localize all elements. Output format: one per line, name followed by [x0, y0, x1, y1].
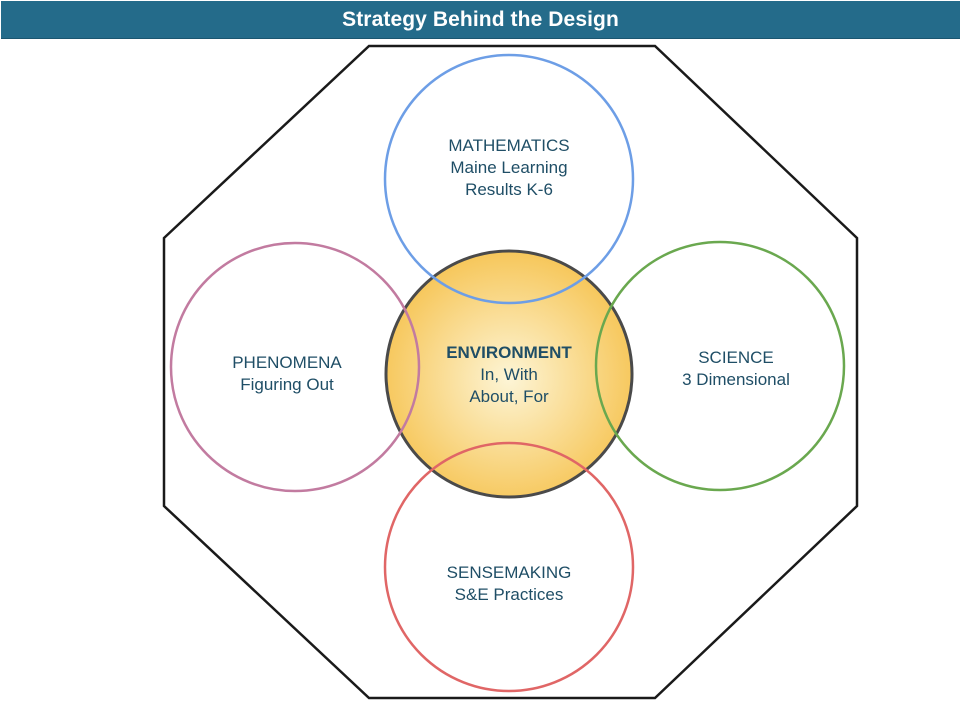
phenomena-line-1: Figuring Out: [240, 375, 334, 394]
center-circle-environment: [384, 249, 634, 499]
science-line-1: 3 Dimensional: [682, 370, 790, 389]
title-bar: Strategy Behind the Design: [1, 1, 960, 39]
page-title: Strategy Behind the Design: [342, 7, 619, 31]
circle-sensemaking: [383, 441, 635, 693]
center-line-2: About, For: [469, 387, 549, 406]
circle-science: [594, 240, 846, 492]
center-line-1: In, With: [480, 365, 538, 384]
math-line-2: Results K-6: [465, 180, 553, 199]
sensemaking-title: SENSEMAKING: [447, 563, 572, 582]
circle-mathematics: [383, 53, 635, 305]
science-title: SCIENCE: [698, 348, 774, 367]
math-line-1: Maine Learning: [450, 158, 567, 177]
math-title: MATHEMATICS: [448, 136, 569, 155]
center-title: ENVIRONMENT: [446, 343, 572, 362]
phenomena-title: PHENOMENA: [232, 353, 342, 372]
circle-phenomena: [169, 241, 421, 493]
sensemaking-line-1: S&E Practices: [455, 585, 564, 604]
